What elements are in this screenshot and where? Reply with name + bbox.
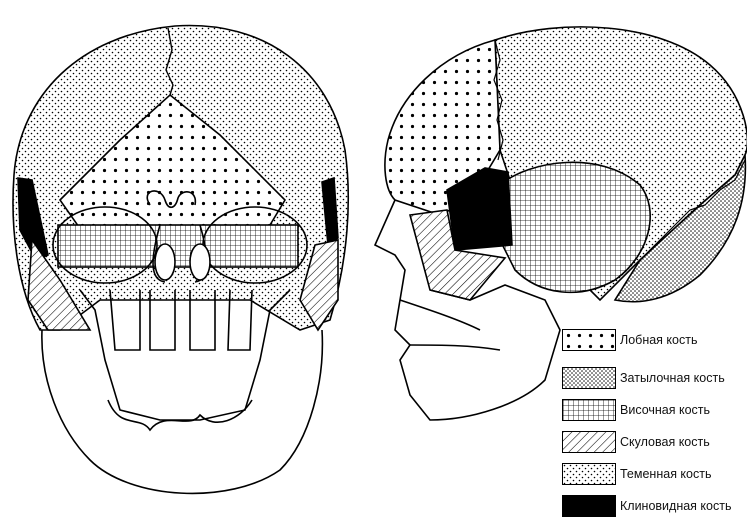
swatch-zygomatic <box>562 431 616 453</box>
swatch-sphenoid <box>562 495 616 517</box>
legend-label: Затылочная кость <box>620 371 725 385</box>
legend-item-occipital: Затылочная кость <box>560 367 747 393</box>
legend-label: Клиновидная кость <box>620 499 731 513</box>
legend-label: Лобная кость <box>620 333 697 347</box>
legend-label: Скуловая кость <box>620 435 710 449</box>
legend-item-sphenoid: Клиновидная кость <box>560 495 747 521</box>
skull-front-view <box>13 26 348 494</box>
legend-label: Теменная кость <box>620 467 711 481</box>
legend-item-zygomatic: Скуловая кость <box>560 431 747 457</box>
swatch-parietal <box>562 463 616 485</box>
swatch-occipital <box>562 367 616 389</box>
swatch-temporal <box>562 399 616 421</box>
skull-side-view <box>375 27 747 420</box>
front-temporal-band <box>58 225 298 267</box>
front-mandible <box>42 330 323 493</box>
legend-item-frontal: Лобная кость <box>560 329 747 355</box>
legend-item-parietal: Теменная кость <box>560 463 747 489</box>
legend-label: Височная кость <box>620 403 710 417</box>
swatch-frontal <box>562 329 616 351</box>
legend-item-temporal: Височная кость <box>560 399 747 425</box>
